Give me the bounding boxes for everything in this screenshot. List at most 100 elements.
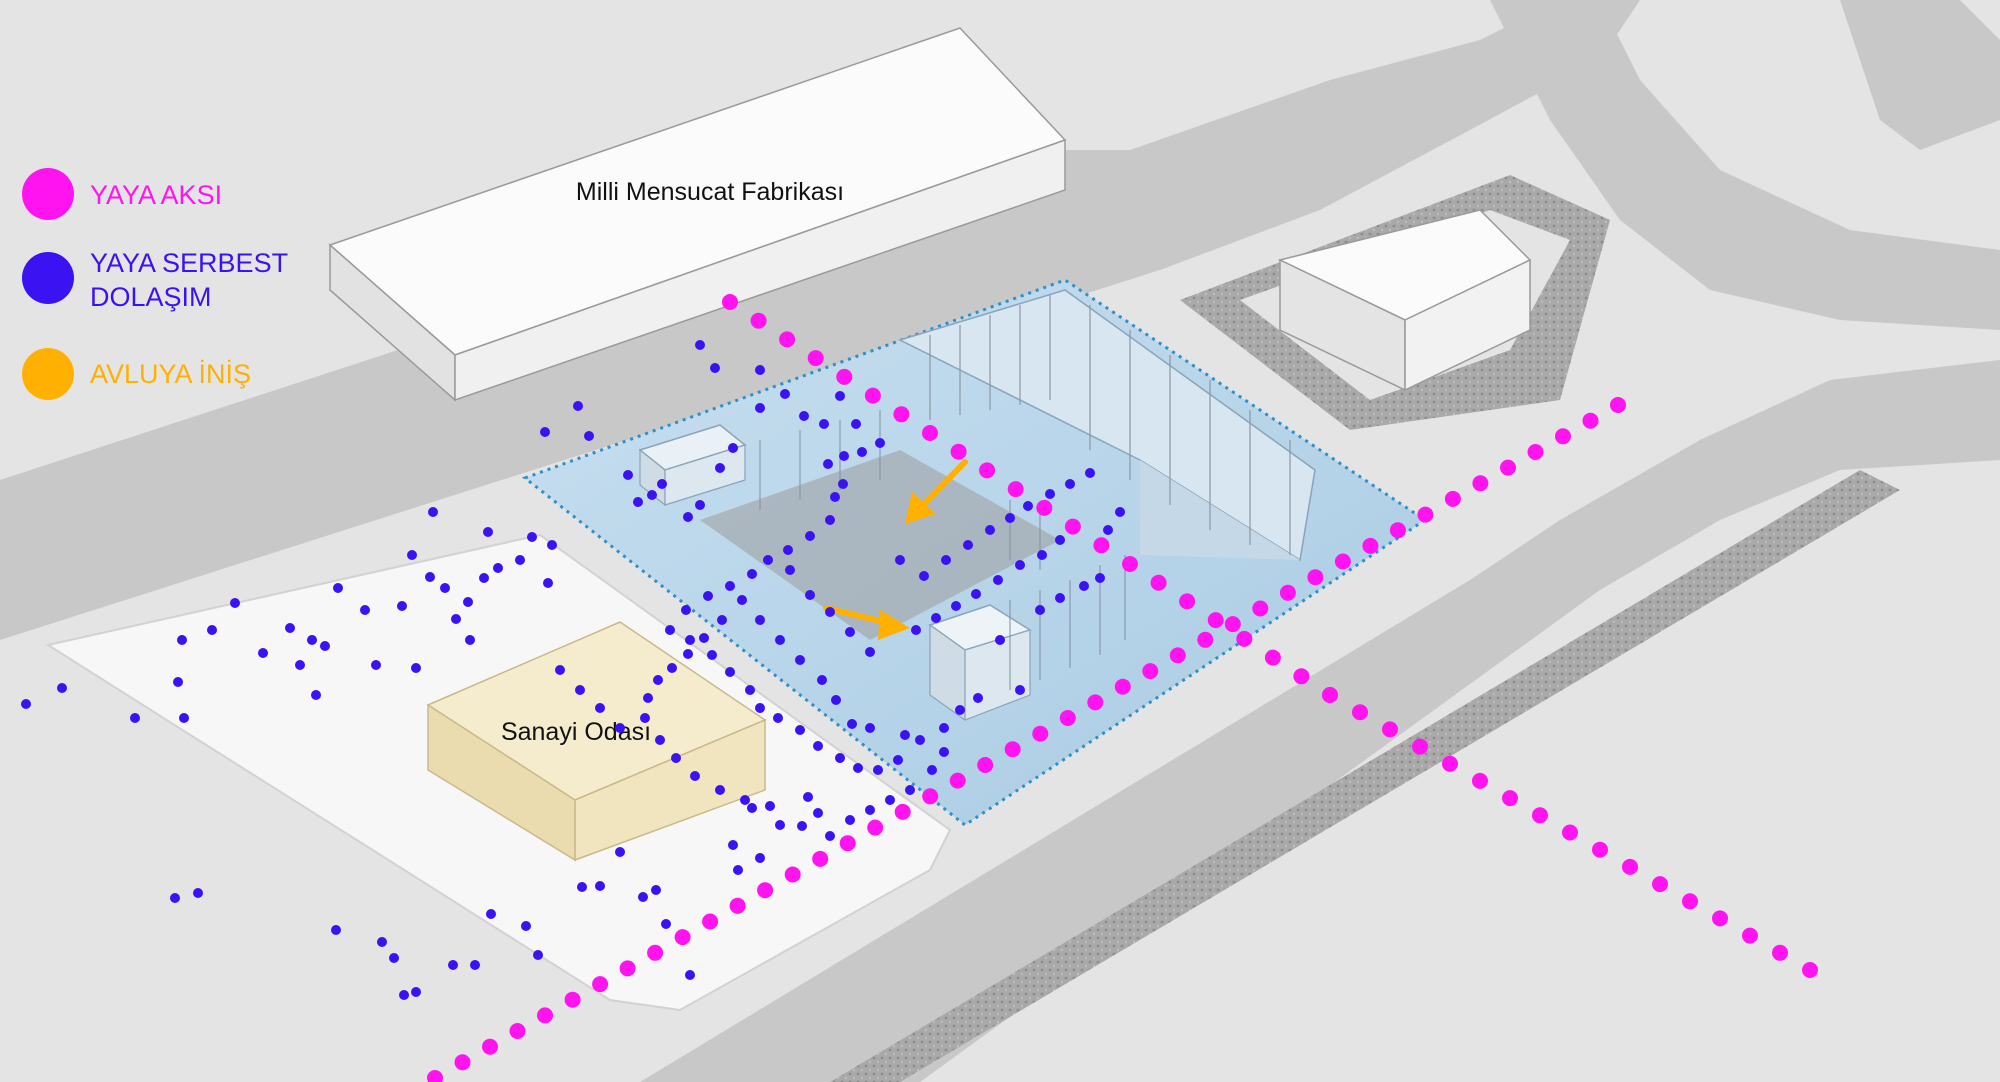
free-circulation-dot	[647, 490, 657, 500]
pedestrian-axis-dot	[647, 944, 664, 961]
free-circulation-dot	[493, 563, 503, 573]
free-circulation-dot	[681, 605, 691, 615]
free-circulation-dot	[1079, 581, 1089, 591]
pedestrian-axis-dot	[1169, 647, 1186, 664]
free-circulation-dot	[555, 665, 565, 675]
free-circulation-dot	[527, 532, 537, 542]
free-circulation-dot	[905, 785, 915, 795]
sanayi-label: Sanayi Odası	[501, 718, 651, 746]
free-circulation-dot	[633, 497, 643, 507]
pedestrian-axis-dot	[893, 406, 910, 423]
free-circulation-dot	[295, 660, 305, 670]
pedestrian-axis-dot	[1293, 668, 1310, 685]
free-circulation-dot	[573, 401, 583, 411]
free-circulation-dot	[479, 573, 489, 583]
free-circulation-dot	[1055, 593, 1065, 603]
free-circulation-dot	[170, 893, 180, 903]
free-circulation-dot	[755, 403, 765, 413]
free-circulation-dot	[703, 591, 713, 601]
free-circulation-dots	[21, 340, 1125, 1000]
free-circulation-dot	[875, 438, 885, 448]
free-circulation-dot	[995, 635, 1005, 645]
pedestrian-axis-dot	[1236, 630, 1253, 647]
pedestrian-axis-dot	[1334, 553, 1351, 570]
free-circulation-dot	[428, 507, 438, 517]
free-circulation-dot	[865, 723, 875, 733]
pedestrian-axis-dot	[1252, 600, 1269, 617]
free-circulation-dot	[773, 713, 783, 723]
free-circulation-dot	[971, 589, 981, 599]
pedestrian-axis-dot	[1322, 687, 1338, 703]
free-circulation-dot	[521, 921, 531, 931]
free-circulation-dot	[785, 565, 795, 575]
legend-dot-pink	[22, 168, 74, 220]
free-circulation-dot	[851, 419, 861, 429]
pedestrian-axis-dot	[1592, 841, 1608, 858]
free-circulation-dot	[915, 735, 925, 745]
free-circulation-dot	[927, 765, 937, 775]
legend-dot-orange	[22, 348, 74, 400]
descent-arrow-lower	[823, 605, 910, 640]
pedestrian-axis-dot	[979, 462, 996, 479]
free-circulation-dot	[931, 613, 941, 623]
parking-strip	[830, 470, 1900, 1082]
pedestrian-axis-dot	[1036, 499, 1053, 516]
free-circulation-dot	[963, 540, 973, 550]
free-circulation-dot	[951, 601, 961, 611]
courtyard-descent-arrows	[823, 459, 968, 640]
free-circulation-dot	[465, 635, 475, 645]
pedestrian-axis-dot	[1362, 537, 1379, 554]
pedestrian-axis-dot	[592, 976, 609, 993]
free-circulation-dot	[715, 785, 725, 795]
free-circulation-dot	[835, 753, 845, 763]
pedestrian-axis-dot	[702, 913, 719, 930]
pedestrian-axis-dot	[950, 443, 967, 460]
pedestrian-axis-dot	[1093, 537, 1110, 554]
free-circulation-dot	[893, 755, 903, 765]
free-circulation-dot	[397, 601, 407, 611]
pedestrian-axis-dot	[1772, 944, 1788, 961]
free-circulation-dot	[941, 555, 951, 565]
free-circulation-dot	[411, 987, 421, 997]
pedestrian-axis-dot	[807, 350, 824, 367]
free-circulation-dot	[707, 650, 717, 660]
free-circulation-dot	[173, 677, 183, 687]
free-circulation-dot	[665, 625, 675, 635]
pedestrian-axis-dot	[1142, 663, 1159, 680]
legend-dot-blue	[22, 252, 74, 304]
pedestrian-axis-dot	[1712, 910, 1728, 927]
free-circulation-dot	[755, 365, 765, 375]
pedestrian-axis-dot	[839, 835, 856, 852]
free-circulation-dot	[799, 411, 809, 421]
pedestrian-axis-dot	[729, 897, 746, 914]
pedestrian-axis-dot	[1562, 824, 1578, 841]
pedestrian-axis-dot	[1279, 584, 1296, 601]
free-circulation-dot	[857, 447, 867, 457]
pedestrian-axis-dot	[1527, 444, 1544, 460]
legend-label-free-circulation-line1: YAYA SERBEST	[90, 248, 289, 278]
free-circulation-dot	[21, 699, 31, 709]
pedestrian-axis-dot	[1004, 741, 1021, 758]
free-circulation-dot	[584, 431, 594, 441]
free-circulation-dot	[1015, 560, 1025, 570]
pedestrian-axis-dot	[1417, 506, 1434, 523]
free-circulation-dot	[411, 663, 421, 673]
free-circulation-dot	[873, 765, 883, 775]
pedestrian-axis-dot	[949, 772, 966, 789]
free-circulation-dot	[955, 705, 965, 715]
pedestrian-axis-dot	[537, 1007, 553, 1024]
free-circulation-dot	[825, 831, 835, 841]
free-circulation-dot	[795, 655, 805, 665]
free-circulation-dot	[740, 795, 750, 805]
pedestrian-axis-dot	[1472, 772, 1488, 789]
pedestrian-axis-dot	[1742, 927, 1758, 944]
pedestrian-axis-dot	[1087, 694, 1104, 711]
pedestrian-axis-dot	[779, 331, 796, 348]
free-circulation-dot	[775, 820, 785, 830]
factory-building	[328, 27, 1067, 402]
free-circulation-dot	[763, 555, 773, 565]
free-circulation-dot	[695, 500, 705, 510]
pedestrian-axis-dot	[922, 425, 938, 441]
